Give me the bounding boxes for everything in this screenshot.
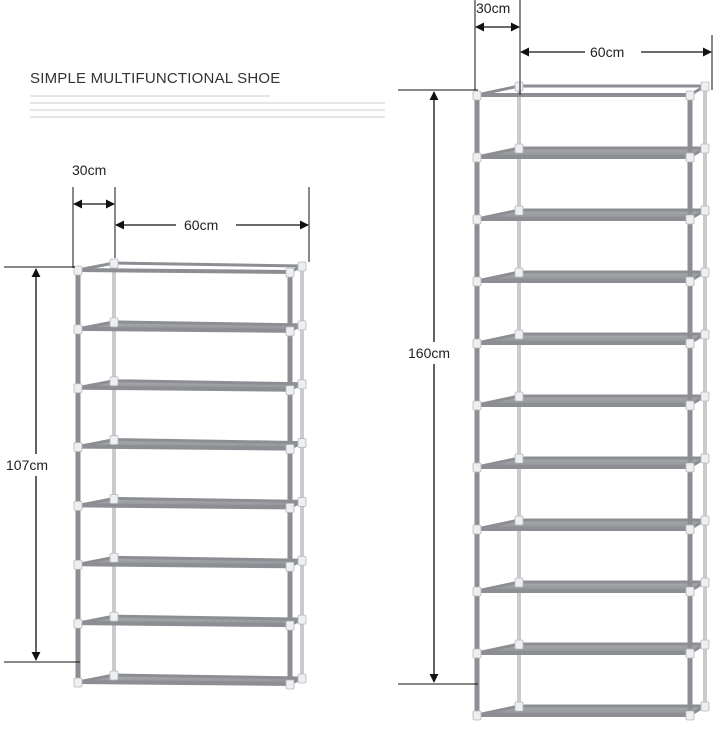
- small-height-label: 107cm: [6, 457, 48, 473]
- product-title: SIMPLE MULTIFUNCTIONAL SHOE: [30, 70, 280, 87]
- description-lines: [30, 95, 385, 118]
- small-width-label: 60cm: [184, 217, 218, 233]
- large-rack-dimensions: 30cm 60cm 160cm: [398, 0, 713, 685]
- large-height-label: 160cm: [408, 345, 450, 361]
- large-depth-label: 30cm: [476, 0, 510, 16]
- shoe-rack-10-tier: [472, 81, 710, 721]
- large-width-label: 60cm: [590, 44, 624, 60]
- small-depth-label: 30cm: [72, 162, 106, 178]
- shoe-rack-7-tier: [73, 258, 307, 690]
- small-rack-dimensions: 30cm 60cm 107cm: [4, 162, 310, 663]
